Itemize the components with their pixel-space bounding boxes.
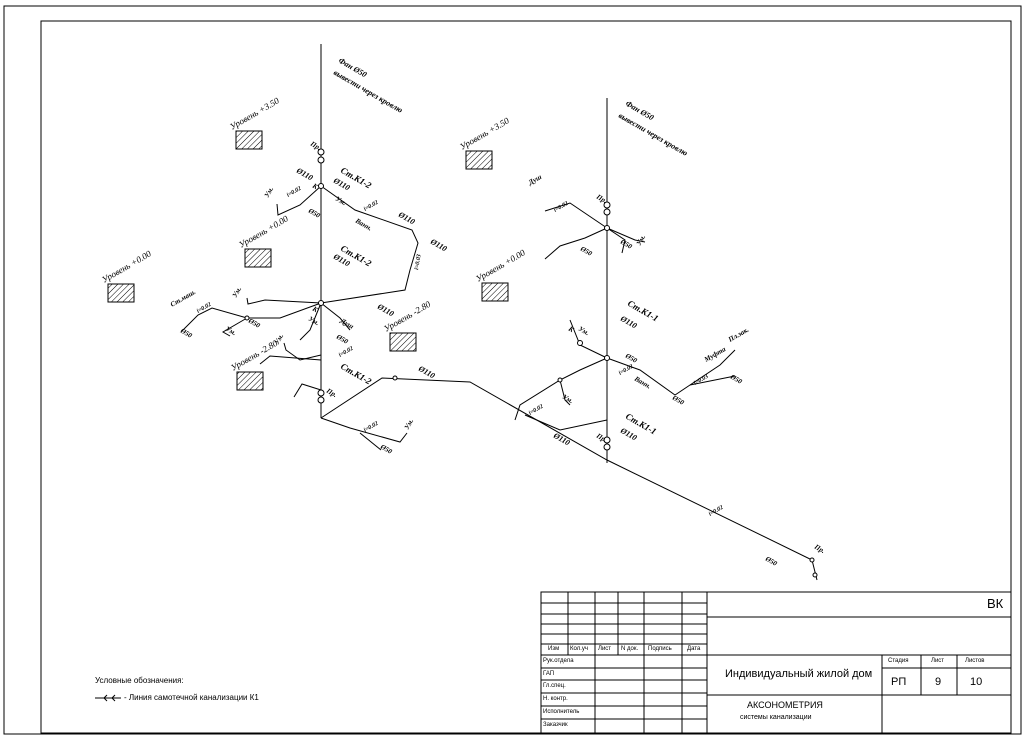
riser-label: Ст.К1-2 bbox=[339, 361, 374, 387]
fitting-label: Ум. bbox=[273, 332, 286, 346]
role-label: Гл.спец. bbox=[543, 683, 566, 689]
diameter-label: Ø110 bbox=[618, 425, 638, 442]
stage-label: Стадия bbox=[888, 658, 909, 664]
diameter-label: Ø50 bbox=[670, 393, 686, 407]
slope-label: i=0.02 bbox=[553, 201, 570, 214]
pipe-fittings bbox=[244, 148, 818, 578]
sewer-line-symbol bbox=[95, 694, 121, 701]
diameter-label: Ø110 bbox=[416, 363, 436, 380]
fitting-label: Пр. bbox=[324, 386, 338, 399]
fitting-label: Пл.зак. bbox=[726, 326, 750, 345]
drawing-code: ВК bbox=[987, 596, 1004, 611]
sheet-subtitle: системы канализации bbox=[740, 714, 812, 721]
fitting-label: К bbox=[310, 181, 320, 191]
project-name: Индивидуальный жилой дом bbox=[725, 668, 873, 680]
diameter-label: Ø110 bbox=[396, 209, 416, 226]
sheet-label: Лист bbox=[931, 658, 945, 664]
col-header: Изм bbox=[548, 646, 560, 652]
slope-label: i=0.02 bbox=[528, 404, 545, 417]
legend-title: Условные обозначения: bbox=[95, 676, 184, 685]
level-markers bbox=[107, 130, 509, 391]
role-label: Исполнитель bbox=[543, 709, 580, 715]
fitting-label: Ум. bbox=[224, 325, 238, 338]
fan-note: вывести через кровлю bbox=[332, 68, 404, 115]
diameter-label: Ø50 bbox=[378, 442, 394, 456]
title-block: ВК Изм Кол.уч Лист N док. Подпись Дата Р… bbox=[541, 592, 1011, 733]
diameter-label: Ø50 bbox=[728, 372, 744, 386]
sheets-value: 10 bbox=[970, 676, 983, 688]
fitting-label: Пр. bbox=[812, 542, 826, 555]
col-header: Кол.уч bbox=[570, 646, 588, 652]
diameter-label: Ø50 bbox=[763, 554, 779, 568]
slope-label: i=0.03 bbox=[414, 254, 423, 270]
slope-label: i=0.03 bbox=[693, 374, 710, 387]
fitting-label: Ум. bbox=[403, 417, 416, 431]
sheet-title: АКСОНОМЕТРИЯ bbox=[747, 700, 823, 710]
col-header: Дата bbox=[687, 646, 701, 652]
level-label: Уровень +0.00 bbox=[474, 247, 527, 284]
level-label: Уровень +0.00 bbox=[100, 248, 153, 285]
slope-label: i=0.02 bbox=[286, 186, 303, 199]
sheet-outer-border bbox=[3, 5, 1022, 735]
sheet-value: 9 bbox=[935, 676, 942, 688]
diameter-label: Ø110 bbox=[294, 165, 314, 182]
legend-item: - Линия самотечной канализации К1 bbox=[95, 693, 259, 702]
fitting-label: Ум. bbox=[635, 233, 648, 247]
col-header: N док. bbox=[621, 646, 639, 652]
slope-label: i=0.02 bbox=[363, 200, 380, 213]
fitting-label: Ум. bbox=[577, 325, 591, 338]
fitting-label: Ум. bbox=[307, 315, 321, 328]
slope-label: i=0.02 bbox=[338, 346, 355, 359]
slope-label: i=0.02 bbox=[618, 364, 635, 377]
diameter-label: Ø110 bbox=[551, 430, 571, 447]
fitting-label: Ум. bbox=[263, 185, 276, 199]
diameter-label: Ø50 bbox=[306, 206, 322, 220]
role-label: Н. контр. bbox=[543, 696, 568, 702]
level-label: Уровень +3.50 bbox=[458, 115, 511, 152]
slope-label: i=0.02 bbox=[196, 302, 213, 315]
diameter-label: Ø50 bbox=[618, 237, 634, 251]
stage-value: РП bbox=[891, 676, 907, 688]
level-label: Уровень -2.80 bbox=[229, 338, 280, 373]
fitting-label: Душ bbox=[526, 173, 543, 187]
level-label: Уровень +3.50 bbox=[228, 95, 281, 132]
diameter-label: Ø110 bbox=[428, 236, 448, 253]
legend-item-label: - Линия самотечной канализации К1 bbox=[124, 693, 259, 702]
pipe-network bbox=[181, 44, 818, 581]
diameter-label: Ø110 bbox=[618, 313, 638, 330]
sheet-inner-frame bbox=[40, 20, 1012, 734]
fitting-label: Ванн. bbox=[353, 216, 373, 232]
fitting-label: Ум. bbox=[561, 393, 575, 406]
fitting-label: К bbox=[566, 324, 576, 334]
slope-label: i=0.02 bbox=[363, 421, 380, 434]
title-block-grid bbox=[540, 591, 1012, 734]
diameter-label: Ø110 bbox=[375, 301, 395, 318]
diameter-label: Ø50 bbox=[178, 326, 194, 340]
role-label: Рук.отдела bbox=[543, 658, 574, 664]
level-label: Уровень +0.00 bbox=[237, 213, 290, 250]
role-label: ГАП bbox=[543, 671, 555, 677]
fitting-label: Ст.маш. bbox=[169, 288, 197, 309]
fitting-label: Ум. bbox=[231, 285, 244, 299]
diameter-label: Ø50 bbox=[578, 244, 594, 258]
sheets-label: Листов bbox=[965, 658, 985, 664]
col-header: Подпись bbox=[648, 646, 672, 652]
diameter-label: Ø50 bbox=[334, 332, 350, 346]
col-header: Лист bbox=[598, 646, 612, 652]
legend: Условные обозначения: - Линия самотечной… bbox=[95, 676, 259, 702]
fitting-label: К bbox=[310, 304, 320, 314]
role-label: Заказчик bbox=[543, 722, 568, 728]
fitting-label: Ум. bbox=[334, 195, 348, 208]
